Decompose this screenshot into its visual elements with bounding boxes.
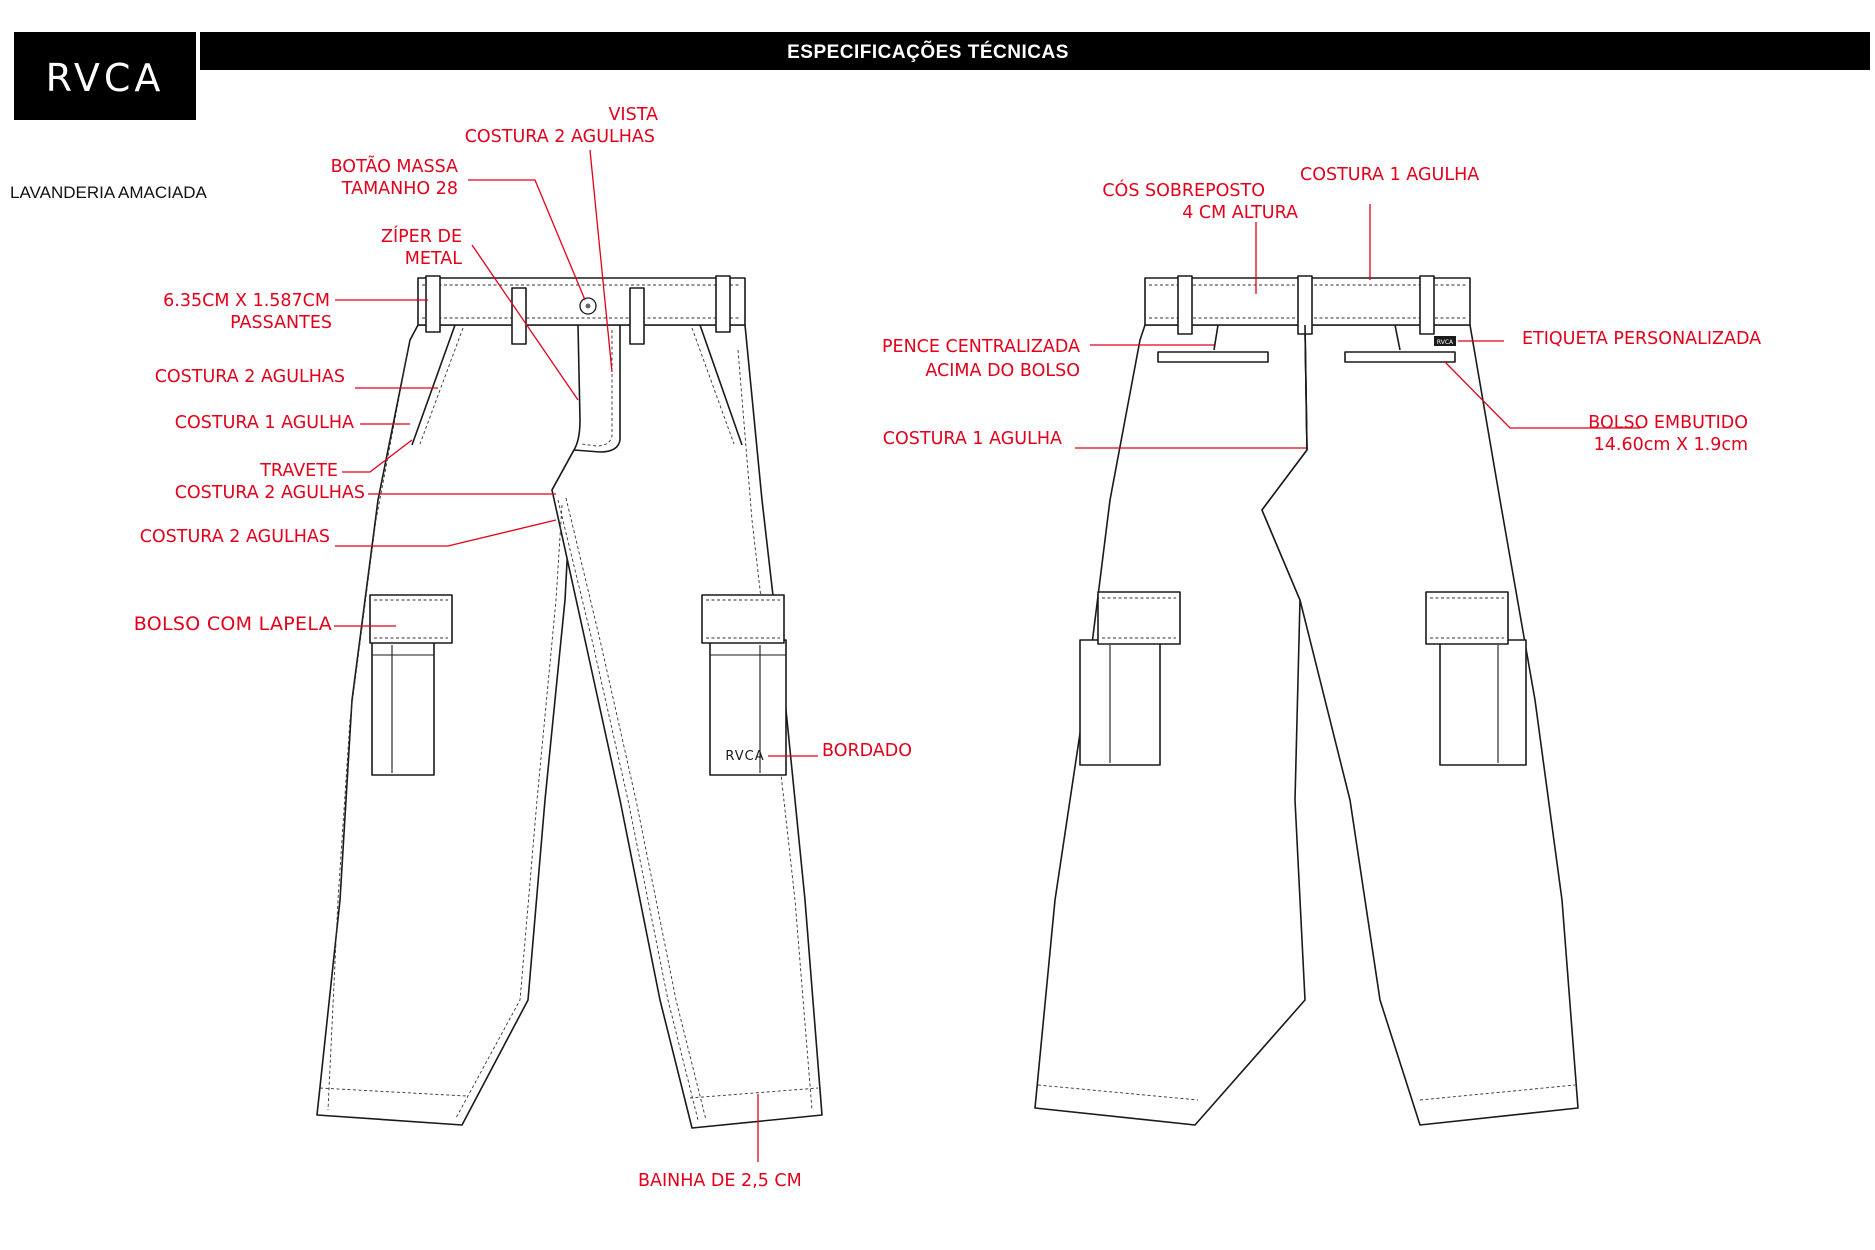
front-right-hem-stitch xyxy=(689,1087,819,1099)
belt-loop-3 xyxy=(629,287,645,345)
brand-logo-box xyxy=(14,32,196,120)
back-left-hem-stitch xyxy=(1037,1084,1199,1101)
header-title: ESPECIFICAÇÕES TÉCNICAS xyxy=(787,41,1069,63)
label-passantes: PASSANTES xyxy=(230,313,332,333)
back-welt-pocket-left xyxy=(1157,351,1269,363)
front-fly xyxy=(573,324,621,453)
back-dart-right xyxy=(1394,324,1401,351)
belt-loop-2 xyxy=(511,287,527,345)
leader-ziper xyxy=(471,244,579,401)
front-left-hem-stitch xyxy=(319,1087,467,1097)
label-vista: VISTA xyxy=(608,105,658,125)
header-bar xyxy=(200,32,1870,70)
header: ESPECIFICAÇÕES TÉCNICAS RVCA xyxy=(14,32,1870,120)
back-label-tag xyxy=(1434,336,1456,346)
front-right-leg xyxy=(551,324,823,1129)
leader-botao xyxy=(468,179,586,301)
label-costura-2-bolso: COSTURA 2 AGULHAS xyxy=(155,367,345,387)
back-view: RVCA xyxy=(1034,275,1579,1126)
label-travete: TRAVETE xyxy=(259,461,338,481)
back-callouts: CÓS SOBREPOSTO 4 CM ALTURA COSTURA 1 AGU… xyxy=(882,165,1761,455)
cargo-pocket-right: RVCA xyxy=(701,594,787,776)
cargo-pocket-left xyxy=(369,594,453,776)
leader-costura-2-entreperna xyxy=(335,519,557,547)
back-cargo-pocket-right xyxy=(1425,591,1527,766)
right-inseam-stitch-2 xyxy=(565,497,707,1121)
back-right-leg xyxy=(1261,324,1579,1126)
label-costura-1-cos: COSTURA 1 AGULHA xyxy=(1300,165,1479,185)
label-cos-altura: 4 CM ALTURA xyxy=(1182,203,1298,223)
label-etiqueta: ETIQUETA PERSONALIZADA xyxy=(1522,329,1761,349)
label-costura-2-entreperna: COSTURA 2 AGULHAS xyxy=(140,527,330,547)
belt-loop-4 xyxy=(715,275,731,333)
back-belt-loop-3 xyxy=(1419,275,1435,335)
fly-stitch xyxy=(581,330,613,447)
label-pence: PENCE CENTRALIZADA xyxy=(882,337,1080,357)
left-outseam-stitch xyxy=(327,349,409,1111)
label-vista-costura: COSTURA 2 AGULHAS xyxy=(465,127,655,147)
leader-bolso-embutido xyxy=(1444,361,1640,429)
label-costura-1-centro: COSTURA 1 AGULHA xyxy=(883,429,1062,449)
front-callouts: VISTA COSTURA 2 AGULHAS BOTÃO MASSA TAMA… xyxy=(134,105,912,1191)
label-bolso-embutido: BOLSO EMBUTIDO xyxy=(1588,413,1748,433)
label-bolso-lapela: BOLSO COM LAPELA xyxy=(134,613,332,635)
brand-logo: RVCA xyxy=(46,56,165,100)
back-cargo-pocket-left xyxy=(1079,591,1181,766)
back-label-tag-text: RVCA xyxy=(1437,339,1454,346)
front-left-leg xyxy=(316,324,591,1126)
front-pocket-right-stitch xyxy=(691,327,735,445)
leader-vista xyxy=(589,149,613,373)
front-view: RVCA xyxy=(316,275,823,1129)
label-passantes-medida: 6.35CM X 1.587CM xyxy=(163,291,330,311)
leader-travete xyxy=(342,439,413,473)
label-ziper-metal: METAL xyxy=(405,249,462,269)
right-inseam-stitch xyxy=(557,499,699,1121)
label-costura-1: COSTURA 1 AGULHA xyxy=(175,413,354,433)
front-button-hole xyxy=(585,303,591,309)
front-pocket-right xyxy=(699,324,743,446)
right-outseam-stitch xyxy=(737,349,813,1111)
back-belt-loop-1 xyxy=(1177,275,1193,335)
back-left-leg xyxy=(1034,324,1308,1126)
cargo-embroidery: RVCA xyxy=(725,749,764,764)
label-costura-2-gancho: COSTURA 2 AGULHAS xyxy=(175,483,365,503)
back-dart-left xyxy=(1213,324,1219,351)
center-back-seam xyxy=(1304,324,1308,451)
front-pocket-left-stitch xyxy=(419,327,464,445)
label-bainha: BAINHA DE 2,5 CM xyxy=(638,1171,802,1191)
back-right-hem-stitch xyxy=(1419,1084,1576,1101)
label-bordado: BORDADO xyxy=(822,741,912,761)
back-welt-pocket-right xyxy=(1344,351,1456,363)
left-inseam-stitch xyxy=(455,504,563,1119)
label-bolso-embutido-medida: 14.60cm X 1.9cm xyxy=(1594,435,1748,455)
front-pocket-left xyxy=(411,324,456,446)
belt-loop-1 xyxy=(425,275,441,333)
label-ziper: ZÍPER DE xyxy=(381,225,462,247)
wash-note: LAVANDERIA AMACIADA xyxy=(10,183,207,202)
label-pence-posicao: ACIMA DO BOLSO xyxy=(925,361,1080,381)
label-botao: BOTÃO MASSA xyxy=(331,155,458,177)
label-cos: CÓS SOBREPOSTO xyxy=(1102,179,1265,201)
label-botao-tamanho: TAMANHO 28 xyxy=(341,179,458,199)
